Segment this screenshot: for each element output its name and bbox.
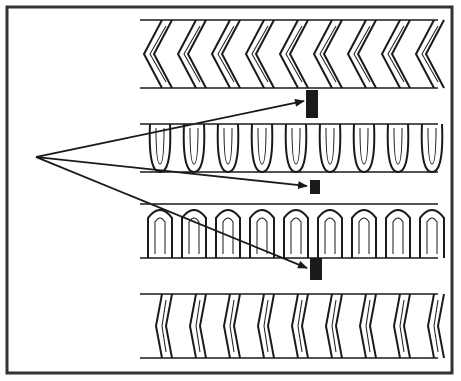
tread-block <box>394 294 410 358</box>
block-outline <box>200 294 206 358</box>
tread-block <box>386 210 410 258</box>
wear-indicator-bar-2 <box>310 180 320 194</box>
block-outline <box>320 124 341 172</box>
block-detail <box>291 218 301 254</box>
block-detail <box>292 128 300 164</box>
block-outline <box>284 210 308 258</box>
tread-block <box>178 20 206 88</box>
block-outline <box>326 294 332 358</box>
block-detail <box>155 218 165 254</box>
tread-block <box>360 294 376 358</box>
tread-block <box>420 210 444 258</box>
tread-ribs <box>144 20 444 358</box>
block-outline <box>318 210 342 258</box>
block-outline <box>394 294 400 358</box>
tread-block <box>144 20 172 88</box>
block-outline <box>216 210 240 258</box>
block-detail <box>428 128 436 164</box>
block-outline <box>234 294 240 358</box>
block-outline <box>286 124 307 172</box>
tread-block <box>428 294 444 358</box>
tread-block <box>184 124 205 172</box>
tread-block <box>318 210 342 258</box>
tread-block <box>326 294 342 358</box>
block-outline <box>218 124 239 172</box>
wear-indicator-bar-3 <box>310 258 322 280</box>
block-outline <box>352 210 376 258</box>
tread-block <box>352 210 376 258</box>
block-detail <box>224 128 232 164</box>
block-detail <box>393 218 403 254</box>
tread-block <box>182 210 206 258</box>
tread-block <box>320 124 341 172</box>
block-outline <box>190 294 196 358</box>
tread-block <box>314 20 342 88</box>
block-outline <box>166 294 172 358</box>
block-detail <box>394 128 402 164</box>
block-outline <box>360 294 366 358</box>
tread-block <box>416 20 444 88</box>
block-outline <box>336 294 342 358</box>
block-outline <box>302 294 308 358</box>
tread-block <box>284 210 308 258</box>
tread-block <box>348 20 376 88</box>
block-outline <box>258 294 264 358</box>
tread-block <box>280 20 308 88</box>
tread-block <box>422 124 443 172</box>
block-detail <box>258 128 266 164</box>
block-outline <box>224 294 230 358</box>
block-outline <box>422 124 443 172</box>
wear-indicator-bar-1 <box>306 90 318 118</box>
block-outline <box>438 294 444 358</box>
block-detail <box>360 128 368 164</box>
block-detail <box>359 218 369 254</box>
block-outline <box>156 294 162 358</box>
block-outline <box>354 124 375 172</box>
block-outline <box>386 210 410 258</box>
tread-block <box>190 294 206 358</box>
block-detail <box>427 218 437 254</box>
tread-block <box>156 294 172 358</box>
block-detail <box>156 128 164 164</box>
block-detail <box>326 128 334 164</box>
tread-block <box>224 294 240 358</box>
block-detail <box>325 218 335 254</box>
block-outline <box>148 210 172 258</box>
tread-block <box>246 20 274 88</box>
tread-block <box>250 210 274 258</box>
block-outline <box>428 294 434 358</box>
block-outline <box>370 294 376 358</box>
tread-block <box>292 294 308 358</box>
tread-block <box>212 20 240 88</box>
tread-block <box>354 124 375 172</box>
tread-block <box>258 294 274 358</box>
block-outline <box>182 210 206 258</box>
tread-block <box>216 210 240 258</box>
block-outline <box>184 124 205 172</box>
tread-block <box>218 124 239 172</box>
block-outline <box>252 124 273 172</box>
tread-block <box>252 124 273 172</box>
block-outline <box>404 294 410 358</box>
block-detail <box>190 128 198 164</box>
tread-block <box>388 124 409 172</box>
tread-block <box>382 20 410 88</box>
tread-block <box>286 124 307 172</box>
block-outline <box>292 294 298 358</box>
block-outline <box>388 124 409 172</box>
block-outline <box>250 210 274 258</box>
block-outline <box>420 210 444 258</box>
block-outline <box>268 294 274 358</box>
tread-block <box>148 210 172 258</box>
